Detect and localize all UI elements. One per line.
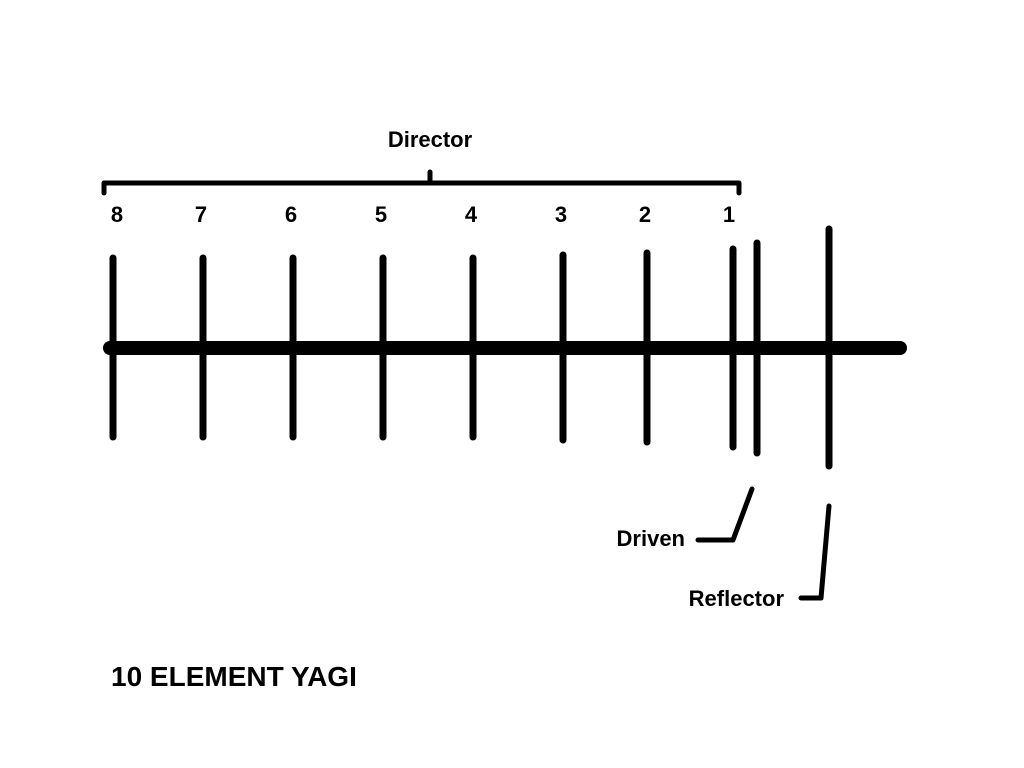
director-number-8: 8 <box>111 202 123 227</box>
director-number-5: 5 <box>375 202 387 227</box>
director-label: Director <box>388 127 473 152</box>
diagram-title: 10 ELEMENT YAGI <box>111 661 357 692</box>
driven-label: Driven <box>617 526 685 551</box>
director-number-1: 1 <box>723 202 735 227</box>
director-number-7: 7 <box>195 202 207 227</box>
driven-leader-line <box>695 486 755 543</box>
director-number-6: 6 <box>285 202 297 227</box>
reflector-label: Reflector <box>689 586 785 611</box>
director-number-4: 4 <box>465 202 478 227</box>
director-number-3: 3 <box>555 202 567 227</box>
director-bracket <box>101 169 742 196</box>
reflector-leader-line <box>798 503 832 601</box>
director-number-2: 2 <box>639 202 651 227</box>
